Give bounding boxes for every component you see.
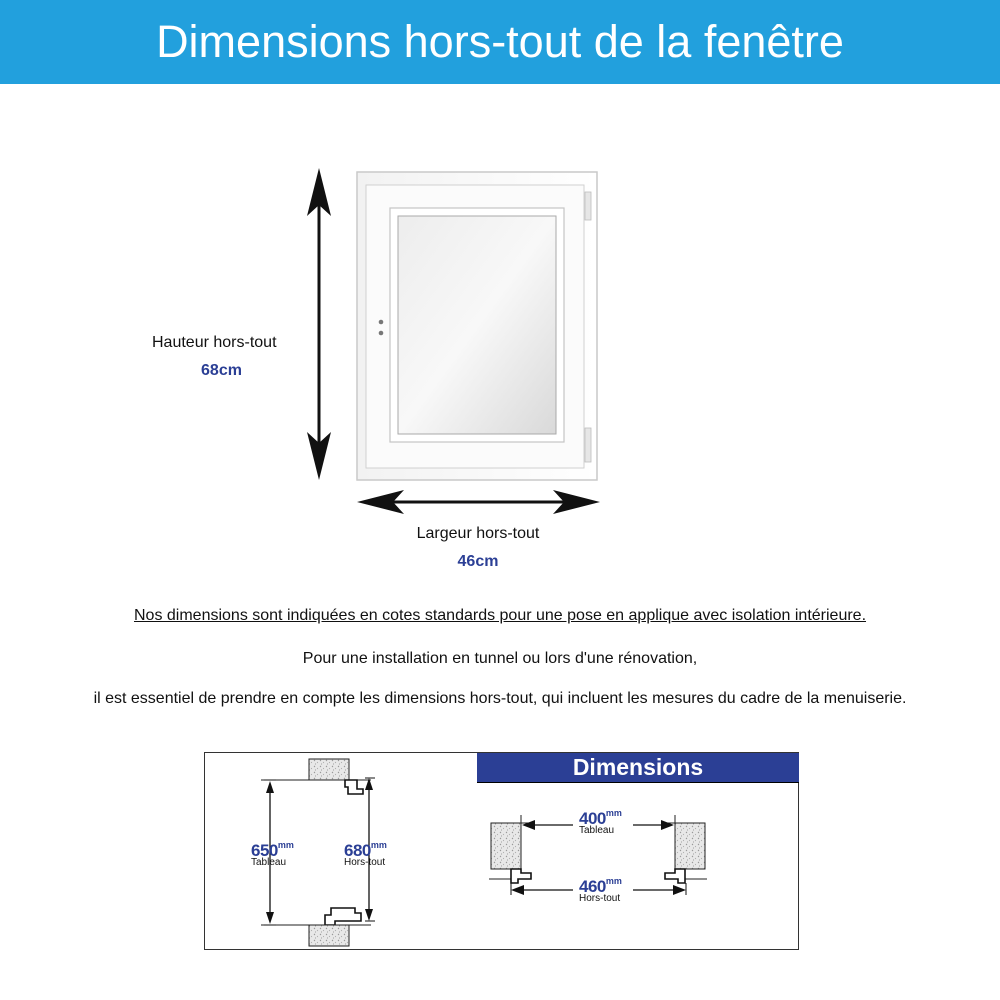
width-arrow-right	[553, 490, 600, 514]
header-banner	[0, 0, 1000, 84]
hors-tout-vertical-value: 680	[344, 841, 371, 860]
width-label: Largeur hors-tout	[416, 525, 540, 542]
hors-tout-vertical-arrow-bottom	[365, 909, 373, 921]
hors-tout-vertical-label: Hors-tout	[344, 857, 386, 868]
note-hors-tout: il est essentiel de prendre en compte le…	[93, 690, 907, 707]
tableau-vertical-dimension: 650mm Tableau	[251, 840, 294, 868]
tableau-horizontal-dimension: 400mm Tableau	[579, 808, 622, 836]
wall-top-block	[308, 758, 350, 781]
window-glass	[397, 215, 557, 435]
hors-tout-horizontal-value: 460	[579, 877, 606, 896]
dimensions-panel: Dimensions	[204, 752, 799, 950]
dimensions-diagram	[261, 758, 707, 947]
wall-right-block	[674, 822, 706, 870]
tableau-horizontal-value: 400	[579, 809, 606, 828]
top-frame-profile	[344, 779, 364, 795]
hors-tout-horizontal-unit: mm	[605, 876, 622, 886]
hors-tout-horizontal-arrow-right	[673, 885, 686, 895]
hors-tout-vertical-dimension: 680mm Hors-tout	[344, 840, 387, 868]
tableau-vertical-arrow-top	[266, 781, 274, 793]
width-arrow-left	[357, 490, 404, 514]
hors-tout-vertical-unit: mm	[370, 840, 387, 850]
tableau-vertical-label: Tableau	[251, 857, 287, 868]
hinge-bottom	[584, 427, 592, 463]
hors-tout-horizontal-arrow-left	[511, 885, 524, 895]
hinge-top	[584, 191, 592, 221]
bottom-frame-profile	[324, 907, 362, 926]
height-arrow-top	[307, 168, 331, 216]
window-figure	[307, 168, 600, 514]
height-value: 68cm	[201, 362, 242, 379]
page-title: Dimensions hors-tout de la fenêtre	[156, 16, 844, 67]
handle-hole-bottom	[378, 330, 384, 336]
tableau-horizontal-arrow-right	[661, 820, 674, 830]
left-frame-profile	[510, 868, 532, 884]
hors-tout-horizontal-label: Hors-tout	[579, 893, 621, 904]
height-arrow-bottom	[307, 432, 331, 480]
right-frame-profile	[664, 868, 686, 884]
tableau-vertical-value: 650	[251, 841, 278, 860]
wall-left-block	[490, 822, 522, 870]
width-value: 46cm	[457, 553, 499, 570]
hors-tout-vertical-arrow-top	[365, 778, 373, 790]
handle-hole-top	[378, 319, 384, 325]
hors-tout-horizontal-dimension: 460mm Hors-tout	[579, 876, 622, 904]
tableau-vertical-arrow-bottom	[266, 912, 274, 924]
height-label: Hauteur hors-tout	[152, 334, 277, 351]
tableau-horizontal-arrow-left	[522, 820, 535, 830]
dimensions-panel-header: Dimensions	[477, 753, 799, 783]
note-standard-dimensions: Nos dimensions sont indiquées en cotes s…	[133, 607, 867, 624]
tableau-horizontal-unit: mm	[605, 808, 622, 818]
dimensions-panel-title: Dimensions	[572, 754, 704, 780]
tableau-vertical-unit: mm	[277, 840, 294, 850]
note-installation: Pour une installation en tunnel ou lors …	[302, 650, 698, 667]
wall-bottom-block	[308, 924, 350, 947]
tableau-horizontal-label: Tableau	[579, 825, 615, 836]
